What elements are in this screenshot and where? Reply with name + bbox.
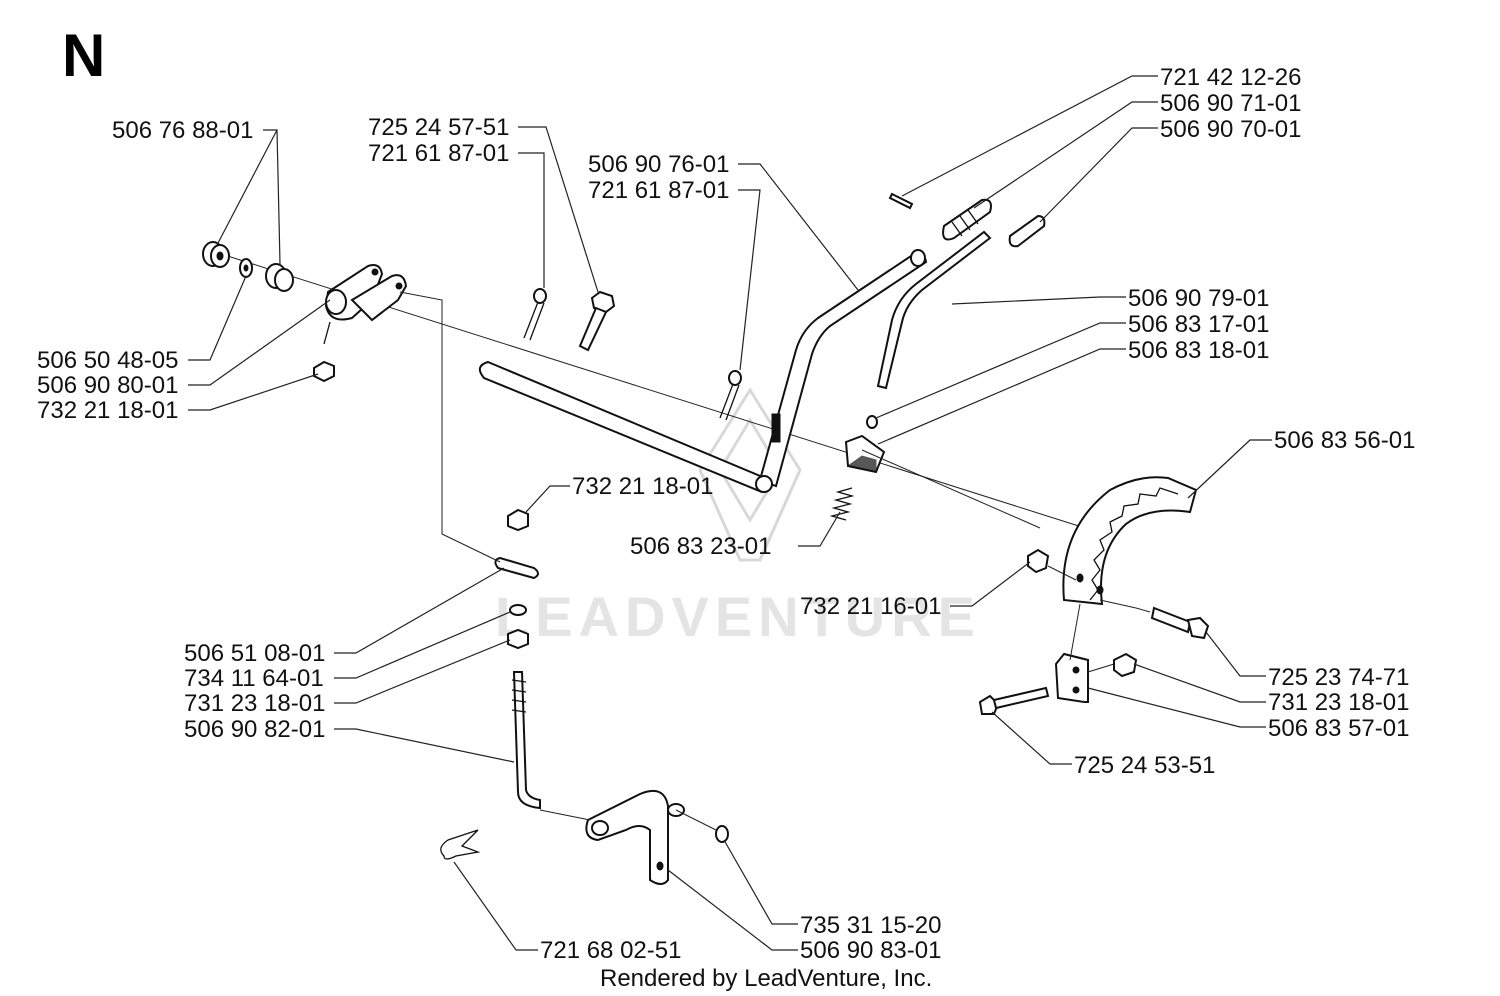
label-735-31-15-20: 735 31 15-20	[800, 912, 941, 939]
knob-part	[1008, 214, 1046, 248]
watermark-text: LEADVENTURE	[495, 585, 981, 648]
nut-part-5	[507, 628, 529, 650]
clevis-pin-part	[523, 288, 547, 341]
mount-block-part	[1054, 652, 1090, 704]
clevis-pin-part-2	[719, 370, 742, 421]
label-721-61-87-01-left: 721 61 87-01	[368, 140, 509, 167]
label-506-83-23-01: 506 83 23-01	[630, 533, 771, 560]
pivot-bracket-part	[324, 264, 408, 322]
leader-lines	[188, 75, 1272, 951]
label-734-11-64-01: 734 11 64-01	[184, 665, 324, 692]
label-506-83-56-01: 506 83 56-01	[1274, 427, 1415, 454]
label-506-83-18-01: 506 83 18-01	[1128, 337, 1269, 364]
label-506-83-57-01: 506 83 57-01	[1268, 715, 1409, 742]
label-506-90-70-01: 506 90 70-01	[1160, 116, 1301, 143]
label-506-76-88-01: 506 76 88-01	[112, 117, 253, 144]
label-732-21-18-01-middle: 732 21 18-01	[572, 473, 713, 500]
bolt-part-2	[1150, 606, 1210, 640]
label-506-51-08-01: 506 51 08-01	[184, 640, 325, 667]
label-506-90-83-01: 506 90 83-01	[800, 937, 941, 964]
spring-part	[829, 487, 855, 521]
notched-sector-part	[1062, 476, 1198, 606]
label-732-21-18-01-left: 732 21 18-01	[37, 397, 178, 424]
label-506-83-17-01: 506 83 17-01	[1128, 311, 1269, 338]
hairpin-clip-part	[440, 829, 481, 860]
nut-part	[313, 321, 335, 383]
label-506-90-79-01: 506 90 79-01	[1128, 285, 1269, 312]
spring-pin-part	[866, 415, 878, 429]
label-731-23-18-01-middle: 731 23 18-01	[184, 690, 325, 717]
label-725-24-57-51: 725 24 57-51	[368, 114, 509, 141]
label-506-90-76-01: 506 90 76-01	[588, 151, 729, 178]
label-721-61-87-01-right: 721 61 87-01	[588, 177, 729, 204]
bushing-part	[202, 241, 230, 268]
latch-block-part	[844, 434, 886, 474]
label-732-21-16-01: 732 21 16-01	[800, 593, 941, 620]
lever-shaft-part	[478, 249, 928, 494]
section-letter: N	[62, 22, 105, 89]
label-721-68-02-51: 721 68 02-51	[540, 937, 681, 964]
nut-part-4	[507, 508, 529, 532]
roll-pin-part	[888, 192, 914, 210]
link-rod-part	[511, 671, 541, 810]
nut-part-3	[1113, 652, 1138, 678]
footer-credit: Rendered by LeadVenture, Inc.	[600, 965, 932, 992]
label-506-90-82-01: 506 90 82-01	[184, 716, 325, 743]
label-506-90-71-01: 506 90 71-01	[1160, 90, 1301, 117]
label-731-23-18-01-right: 731 23 18-01	[1268, 689, 1409, 716]
label-721-42-12-26: 721 42 12-26	[1160, 64, 1301, 91]
release-rod-part	[876, 230, 992, 390]
washer-part	[239, 258, 253, 278]
label-725-23-74-71: 725 23 74-71	[1268, 664, 1409, 691]
nut-part-2	[1027, 548, 1050, 574]
bolt-part	[578, 290, 616, 352]
label-506-90-80-01: 506 90 80-01	[37, 372, 178, 399]
linkage-pin-part	[494, 556, 539, 580]
e-clip-part	[715, 825, 729, 843]
bolt-part-3	[978, 686, 1050, 715]
washer-part-2	[509, 604, 527, 616]
bushing-part-2	[265, 263, 294, 292]
lower-lever-part	[585, 790, 685, 885]
label-506-50-48-05: 506 50 48-05	[37, 347, 178, 374]
label-725-24-53-51: 725 24 53-51	[1074, 752, 1215, 779]
